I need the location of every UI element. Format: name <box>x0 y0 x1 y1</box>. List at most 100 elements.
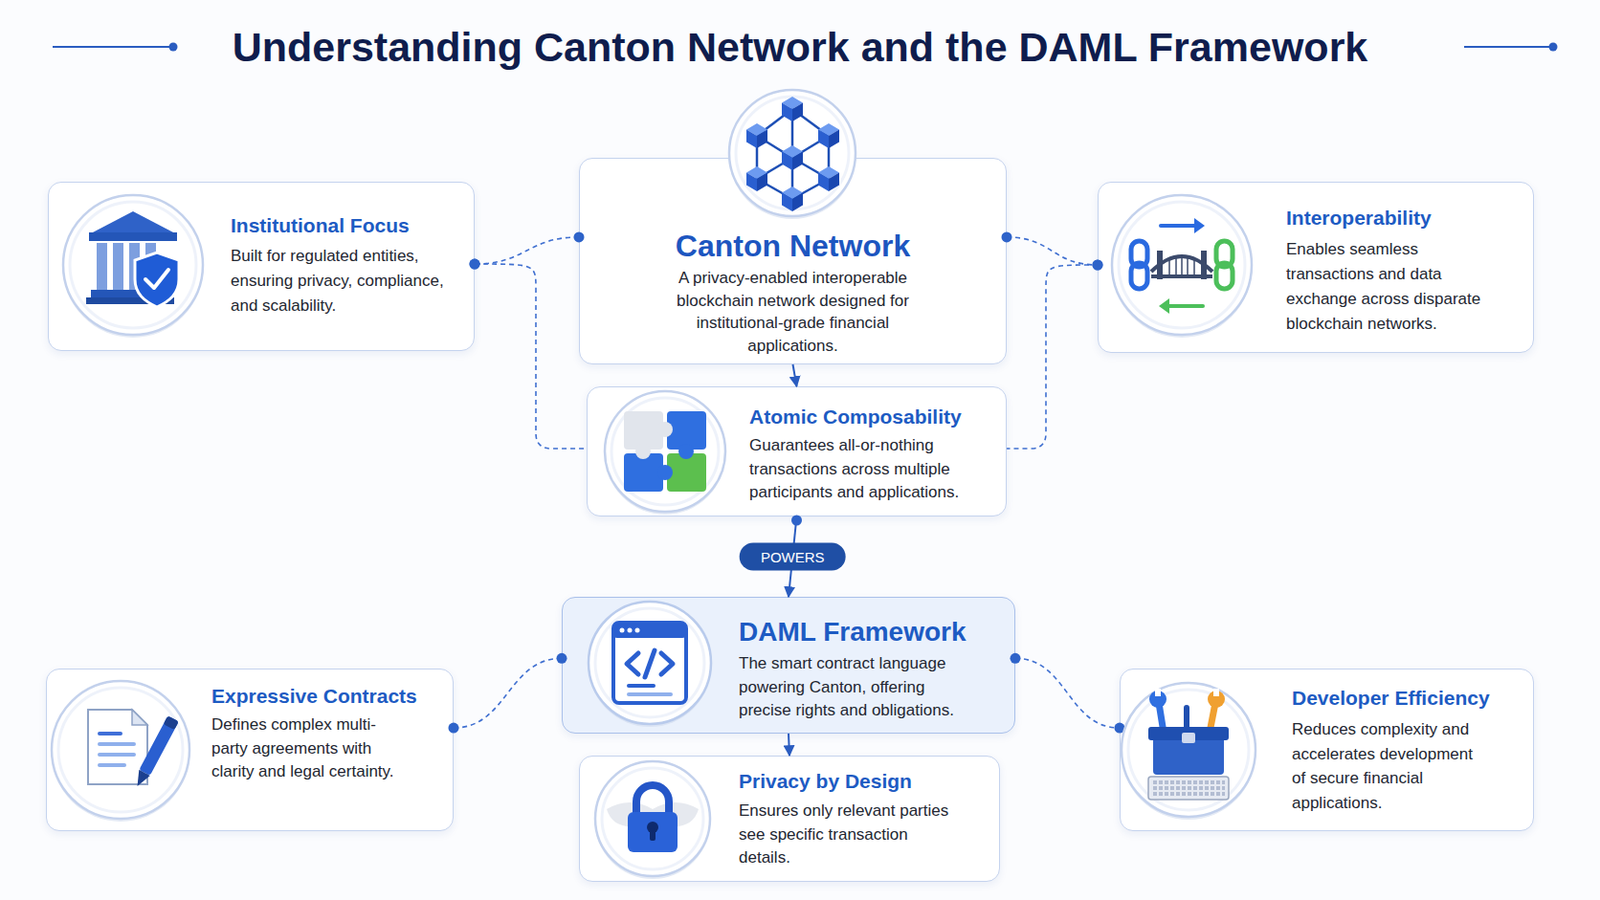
node-description: The smart contract language powering Can… <box>738 652 971 724</box>
bridge-icon <box>1186 257 1189 277</box>
node-description: Guarantees all-or-nothing transactions a… <box>749 434 976 506</box>
network-box: Canton NetworkA privacy-enabled interope… <box>578 157 1007 365</box>
connector <box>1015 658 1120 729</box>
lock-icon <box>636 785 669 815</box>
code-window-icon <box>613 622 687 704</box>
bank-icon <box>90 289 170 298</box>
toolbox-icon <box>1153 792 1225 797</box>
connector-dot <box>1092 259 1104 270</box>
icon-badge <box>729 89 856 217</box>
bridge-icon <box>1156 250 1163 280</box>
diagram-title: Understanding Canton Network and the DAM… <box>0 21 1600 73</box>
node-heading: Interoperability <box>1286 204 1534 232</box>
network-icon <box>792 178 829 200</box>
code-window-icon <box>620 628 625 634</box>
icon-badge <box>601 768 704 870</box>
node-heading: Institutional Focus <box>230 212 474 240</box>
bank-icon <box>145 269 169 289</box>
bridge-icon <box>1151 256 1213 272</box>
connector-dot <box>791 515 802 527</box>
code-window-icon <box>635 628 641 634</box>
puzzle-icon <box>635 444 651 460</box>
info-box: Institutional FocusBuilt for regulated e… <box>47 181 475 352</box>
bridge-icon <box>1169 256 1195 277</box>
connector-dot <box>448 723 460 734</box>
bridge-icon <box>1131 218 1233 314</box>
lock-icon <box>649 828 656 842</box>
bridge-icon <box>1180 256 1183 277</box>
code-window-icon <box>644 650 655 678</box>
title-dot <box>1549 43 1558 52</box>
network-icon <box>756 135 793 158</box>
node-description: Built for regulated entities, ensuring p… <box>230 244 449 319</box>
bank-icon <box>88 232 178 242</box>
icon-badge <box>595 761 711 877</box>
bridge-icon <box>1131 241 1148 267</box>
info-box: InteroperabilityEnables seamless transac… <box>1097 181 1534 354</box>
network-icon <box>755 135 759 179</box>
edge-label: POWERS <box>739 543 846 572</box>
icon-badge <box>729 92 856 220</box>
bank-icon <box>145 243 156 290</box>
bank-icon <box>96 243 108 290</box>
bridge-icon <box>1216 263 1233 289</box>
icon-badge <box>588 601 712 725</box>
document-icon <box>97 742 136 747</box>
bridge-icon <box>1193 260 1196 277</box>
lock-icon <box>646 822 659 834</box>
code-window-icon <box>626 684 656 689</box>
puzzle-icon <box>666 453 707 492</box>
bridge-icon <box>1216 241 1233 267</box>
icon-badge <box>735 96 849 210</box>
puzzle-icon <box>623 411 707 492</box>
network-icon <box>756 109 829 200</box>
connector-dot <box>1001 231 1013 243</box>
code-window-icon <box>613 622 687 639</box>
toolbox-icon <box>1148 727 1229 741</box>
node-heading: Atomic Composability <box>749 403 1006 431</box>
bank-icon <box>90 211 176 234</box>
node-description: A privacy-enabled interoperable blockcha… <box>654 266 933 357</box>
puzzle-icon <box>678 444 694 460</box>
icon-badge <box>51 681 190 820</box>
title-dot <box>169 43 178 52</box>
bank-icon <box>86 297 175 305</box>
code-window-icon <box>661 653 673 675</box>
bank-icon <box>129 243 140 290</box>
connector <box>1006 237 1098 266</box>
icon-badge <box>1128 689 1249 811</box>
toolbox-icon <box>1153 786 1225 791</box>
code-window-icon <box>626 653 639 675</box>
network-icon <box>791 109 795 158</box>
icon-badge <box>1121 686 1256 821</box>
icon-badge <box>611 398 719 506</box>
network-icon <box>756 157 793 179</box>
connector <box>788 733 790 756</box>
document-icon <box>132 770 151 790</box>
connector <box>474 237 579 265</box>
bridge-icon <box>1194 218 1205 234</box>
network-icon <box>746 166 768 192</box>
icon-badge <box>595 764 711 880</box>
toolbox-icon <box>1183 708 1190 734</box>
document-icon <box>132 710 148 726</box>
bridge-icon <box>1160 223 1197 228</box>
icon-badge <box>63 195 203 335</box>
document-icon <box>132 715 179 790</box>
network-icon <box>746 123 768 149</box>
lock-icon <box>606 802 699 827</box>
code-window-icon <box>613 622 687 704</box>
connector-dot <box>1010 653 1022 665</box>
title-rule <box>1464 45 1554 48</box>
icon-badge <box>1121 683 1256 818</box>
network-icon <box>792 135 829 158</box>
icon-badge <box>604 394 726 515</box>
icon-badge <box>63 198 203 338</box>
bridge-icon <box>1175 257 1178 277</box>
code-window-icon <box>627 628 633 634</box>
network-icon <box>792 109 829 136</box>
bridge-icon <box>1131 263 1148 289</box>
connector-dot <box>556 653 568 665</box>
network-icon <box>781 145 803 171</box>
title-rule <box>52 45 174 48</box>
